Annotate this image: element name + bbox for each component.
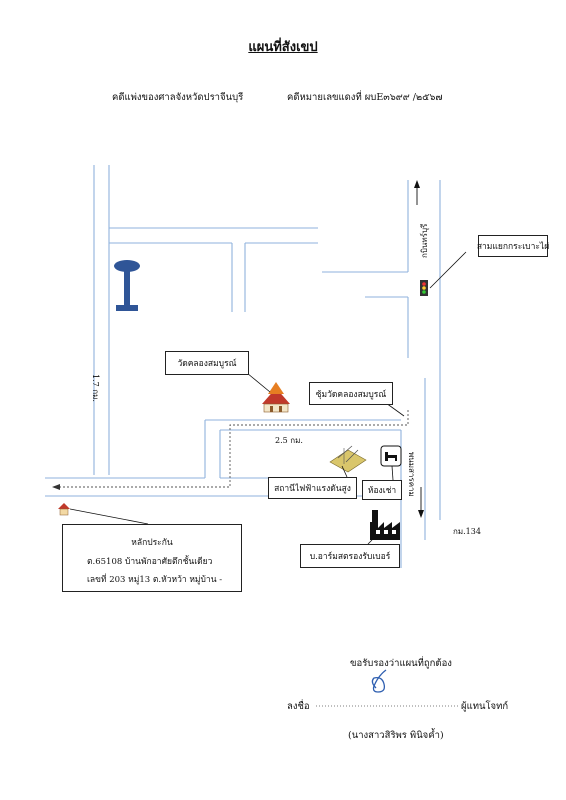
marker-icon	[114, 260, 140, 311]
collateral-house-icon	[58, 503, 70, 516]
temple-icon	[262, 382, 290, 413]
route-dashed	[60, 410, 409, 488]
pointer-temple-junction	[385, 402, 405, 417]
distance-label-1-7: 1.7 กม.	[91, 374, 100, 402]
court-case-label: คดีแพ่งของศาลจังหวัดปราจีนบุรี	[112, 92, 244, 103]
callout-temple: วัดคลองสมบูรณ์	[165, 351, 249, 375]
factory-icon	[370, 510, 400, 540]
pointer-power	[341, 465, 348, 478]
signer-name: (นางสาวสิริพร พินิจค้ำ)	[348, 730, 444, 741]
pointer-collateral	[69, 508, 149, 525]
page-title: แผนที่สังเขป	[248, 40, 318, 55]
collateral-title: หลักประกัน	[131, 538, 173, 548]
signature-mark	[371, 669, 387, 693]
callout-power-station: สถานีไฟฟ้าแรงดันสูง	[268, 477, 357, 499]
callout-factory: บ.อาร์มสตรองรับเบอร์	[300, 544, 400, 568]
pointer-factory	[367, 539, 373, 545]
sign-role: ผู้แทนโจทก์	[461, 701, 509, 712]
pointer-intersection	[429, 251, 467, 289]
red-case-number: คดีหมายเลขแดงที่ ผบE๓๖๙๙ /๒๕๖๗	[287, 92, 443, 103]
collateral-box: หลักประกัน ต.65108 บ้านพักอาศัยตึกชั้นเด…	[62, 524, 242, 592]
callout-hotel: ห้องเช่า	[362, 480, 402, 500]
collateral-line1: ต.65108 บ้านพักอาศัยตึกชั้นเดียว	[87, 557, 213, 567]
pointer-temple	[246, 372, 271, 393]
km-label: กม.134	[453, 527, 481, 536]
hotel-icon	[380, 445, 402, 467]
distance-label-2-5: 2.5 กม.	[275, 436, 303, 445]
traffic-light-icon	[420, 280, 428, 296]
power-station-icon	[329, 445, 367, 473]
callout-temple-junction: ซุ้มวัดคลองสมบูรณ์	[309, 382, 393, 405]
road-label-north: กบินทร์บุรี	[420, 223, 429, 258]
route-arrow-left	[52, 484, 60, 490]
collateral-line2: เลขที่ 203 หมู่13 ต.หัวหว้า หมู่บ้าน -	[87, 575, 223, 585]
callout-intersection: สามแยกกระเบาะไผ่	[477, 235, 549, 257]
pointer-hotel	[391, 465, 394, 481]
sign-prefix: ลงชื่อ	[287, 701, 310, 712]
certify-text: ขอรับรองว่าแผนที่ถูกต้อง	[350, 658, 452, 669]
road-label-south: พนมสารคาม	[407, 452, 416, 497]
